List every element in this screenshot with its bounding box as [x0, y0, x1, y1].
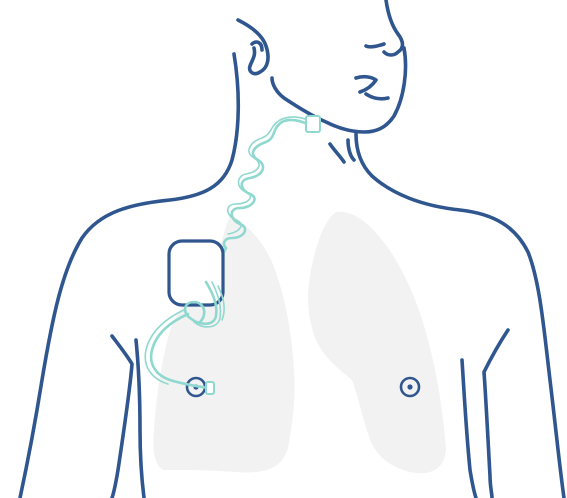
left-lung-shape: [308, 212, 446, 473]
mouth: [356, 77, 376, 92]
coiled-lead-inner: [228, 117, 308, 234]
nose: [366, 44, 384, 47]
implanted-pulse-generator: [169, 241, 223, 305]
left-armpit-inner: [462, 360, 476, 498]
lower-lip: [366, 94, 388, 99]
lead-tip: [206, 382, 214, 394]
right-armpit-outer: [112, 336, 132, 498]
left-armpit-outer: [484, 330, 508, 498]
collar-left: [348, 140, 354, 160]
lead-connector: [306, 116, 320, 132]
right-armpit-inner: [136, 340, 144, 498]
body-outline: [20, 0, 564, 498]
face-profile: [384, 0, 403, 55]
neck-notch: [330, 144, 344, 162]
